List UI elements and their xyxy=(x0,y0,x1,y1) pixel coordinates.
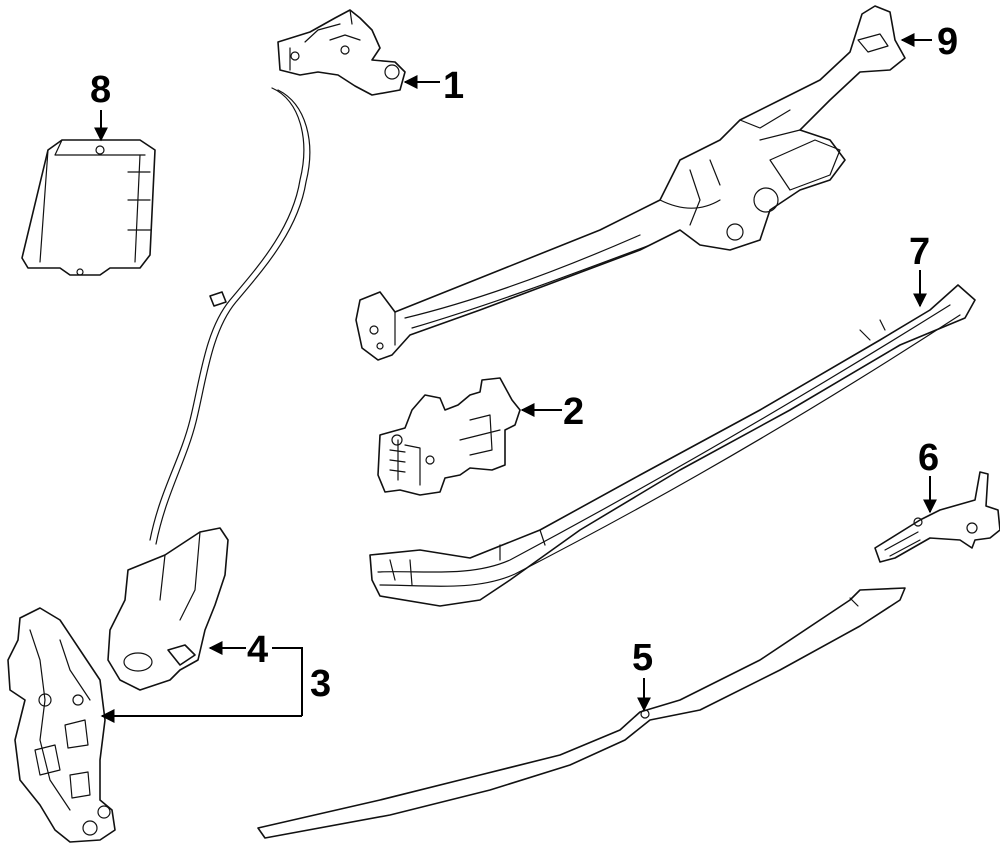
callout-6: 6 xyxy=(918,437,939,479)
callout-7: 7 xyxy=(909,231,930,273)
part-4-latch-housing[interactable] xyxy=(107,527,229,691)
callout-8: 8 xyxy=(90,69,111,111)
part-2-latch[interactable] xyxy=(377,377,521,496)
release-cable xyxy=(149,87,311,545)
leader-lines xyxy=(94,33,937,723)
part-6-bracket[interactable] xyxy=(874,471,1000,563)
part-3-carrier-panel[interactable] xyxy=(7,607,116,843)
part-7-guide-rail[interactable] xyxy=(369,284,976,607)
leader-3-bracket-top xyxy=(272,647,303,716)
part-1-striker[interactable] xyxy=(277,9,406,96)
part-8-control-module[interactable] xyxy=(21,139,156,276)
part-9-regulator-motor[interactable] xyxy=(355,5,906,361)
callout-9: 9 xyxy=(937,21,958,63)
callout-5: 5 xyxy=(632,637,653,679)
callout-2: 2 xyxy=(563,391,584,433)
callout-3: 3 xyxy=(310,663,331,705)
callout-labels: 1 2 3 4 5 6 7 8 9 xyxy=(90,21,958,705)
callout-4: 4 xyxy=(247,629,268,671)
part-5-seal-strip[interactable] xyxy=(257,587,906,839)
callout-1: 1 xyxy=(443,65,464,107)
